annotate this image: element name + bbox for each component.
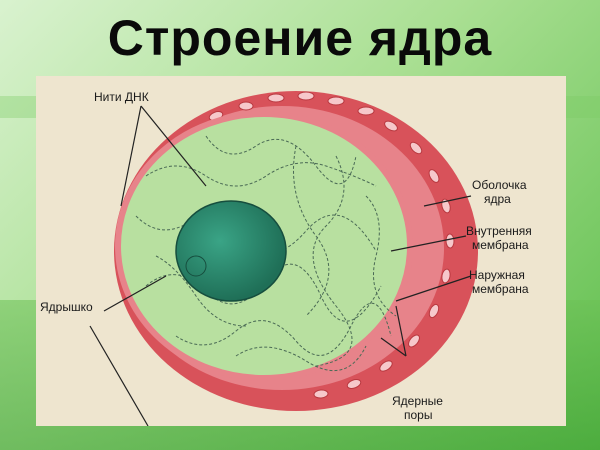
label-outer-membrane-line1: Наружная <box>469 268 525 282</box>
label-dna-threads: Нити ДНК <box>94 90 149 104</box>
nucleolus <box>175 200 287 302</box>
label-inner-membrane-line1: Внутренняя <box>466 224 532 238</box>
pointer-lines <box>89 105 472 426</box>
nucleus-diagram <box>89 91 478 426</box>
label-inner-membrane-line2: мембрана <box>472 238 529 252</box>
nuclear-pores <box>208 91 455 399</box>
label-nucleolus: Ядрышко <box>40 300 93 314</box>
label-outer-membrane-line2: мембрана <box>472 282 529 296</box>
slide-title: Строение ядра <box>107 10 493 66</box>
nucleus-illustration: Нити ДНК Ядрышко Оболочка ядра Внутрення… <box>36 76 566 426</box>
label-nuclear-pores-line2: поры <box>404 408 433 422</box>
label-envelope-line2: ядра <box>484 192 511 206</box>
label-nuclear-pores-line1: Ядерные <box>392 394 443 408</box>
label-envelope-line1: Оболочка <box>472 178 527 192</box>
